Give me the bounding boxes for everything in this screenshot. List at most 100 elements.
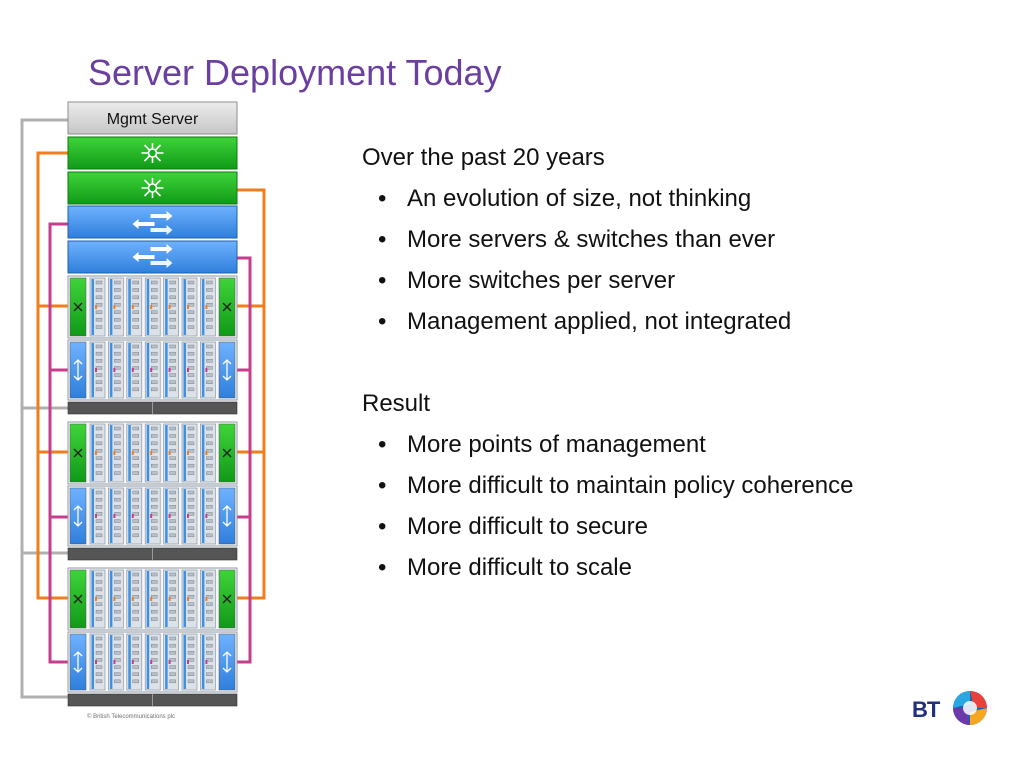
server-blade-icon — [144, 487, 161, 545]
network-router-icon — [132, 244, 173, 268]
network-switch-icon — [218, 569, 236, 629]
bullet-text: An evolution of size, not thinking — [407, 185, 752, 212]
bullet-list: Over the past 20 years •An evolution of … — [362, 142, 1002, 593]
server-blade-icon — [126, 633, 143, 691]
blade-chassis-group — [67, 421, 238, 561]
server-blade-icon — [200, 633, 216, 691]
blade-chassis-group — [67, 275, 238, 415]
server-blade-icon — [200, 277, 216, 337]
server-blade-icon — [200, 569, 216, 629]
bullet-item: • Management applied, not integrated — [362, 306, 1002, 347]
network-router-icon — [132, 211, 173, 235]
server-blade-icon — [181, 341, 198, 399]
bullet-glyph: • — [378, 513, 387, 540]
server-blade-icon — [181, 569, 198, 629]
switch-blade-row — [67, 421, 238, 485]
mgmt-server-label: Mgmt Server — [107, 111, 199, 128]
bullet-item: • More servers & switches than ever — [362, 224, 1002, 265]
core-router-2 — [67, 240, 238, 274]
bt-logo-text: BT — [912, 697, 940, 722]
section-spacer — [362, 347, 1002, 388]
network-switch-icon — [141, 178, 164, 198]
bullet-glyph: • — [378, 308, 387, 335]
network-router-icon — [218, 633, 236, 691]
network-switch-icon — [69, 277, 87, 337]
bullet-glyph: • — [378, 472, 387, 499]
network-switch-icon — [218, 423, 236, 483]
server-blade-icon — [126, 423, 143, 483]
server-blade-icon — [163, 569, 179, 629]
server-blade-icon — [163, 341, 179, 399]
server-blade-icon — [144, 277, 161, 337]
server-blade-icon — [181, 487, 198, 545]
server-blade-icon — [144, 341, 161, 399]
bullet-text: More difficult to maintain policy cohere… — [407, 472, 854, 499]
blade-chassis-stack — [67, 275, 238, 707]
bullet-item: •More points of management — [362, 429, 1002, 470]
server-blade-icon — [163, 423, 179, 483]
network-switch-icon — [69, 569, 87, 629]
bullet-item: • More difficult to maintain policy coher… — [362, 470, 1002, 511]
server-blade-icon — [163, 487, 179, 545]
switch-blade-row — [67, 275, 238, 339]
server-blade-icon — [126, 277, 143, 337]
network-router-icon — [69, 633, 87, 691]
bullet-item: • More switches per server — [362, 265, 1002, 306]
server-blade-icon — [181, 277, 198, 337]
mgmt-server: Mgmt Server — [67, 101, 238, 135]
server-blade-icon — [108, 277, 124, 337]
server-blade-icon — [108, 569, 124, 629]
network-router-icon — [69, 487, 87, 545]
server-blade-icon — [89, 423, 106, 483]
server-blade-icon — [200, 423, 216, 483]
server-blade-icon — [89, 633, 106, 691]
server-blade-icon — [181, 633, 198, 691]
bullet-item: • More difficult to scale — [362, 552, 1002, 593]
server-blade-icon — [126, 487, 143, 545]
router-blade-row — [67, 485, 238, 547]
server-blade-icon — [89, 277, 106, 337]
bullet-glyph: • — [378, 226, 387, 253]
bullet-item: •An evolution of size, not thinking — [362, 183, 1002, 224]
bullet-item: • More difficult to secure — [362, 511, 1002, 552]
network-cables — [20, 118, 266, 699]
bullet-glyph: • — [378, 554, 387, 581]
server-blade-icon — [89, 569, 106, 629]
bullet-text: Management applied, not integrated — [407, 308, 792, 335]
section-heading: Over the past 20 years — [362, 144, 605, 171]
network-switch-icon — [218, 277, 236, 337]
network-router-icon — [69, 341, 87, 399]
server-blade-icon — [89, 341, 106, 399]
chassis-base — [67, 401, 238, 415]
bullet-text: More servers & switches than ever — [407, 226, 776, 253]
server-blade-icon — [163, 277, 179, 337]
server-blade-icon — [144, 569, 161, 629]
network-switch-icon — [141, 143, 164, 163]
server-blade-icon — [144, 423, 161, 483]
bt-piper-icon — [953, 691, 987, 725]
section-past: Over the past 20 years •An evolution of … — [362, 142, 1002, 347]
chassis-base — [67, 547, 238, 561]
chassis-base — [67, 693, 238, 707]
server-blade-icon — [126, 341, 143, 399]
copyright-notice: © British Telecommunications plc — [87, 714, 176, 720]
server-blade-icon — [108, 487, 124, 545]
core-switch-2 — [67, 171, 238, 205]
bullet-text: More difficult to scale — [407, 554, 632, 581]
router-blade-row — [67, 339, 238, 401]
server-blade-icon — [126, 569, 143, 629]
section-result: Result •More points of management •More … — [362, 388, 1002, 593]
bullet-text: More switches per server — [407, 267, 676, 294]
server-blade-icon — [108, 341, 124, 399]
bullet-glyph: • — [378, 267, 387, 294]
bullet-text: More difficult to secure — [407, 513, 648, 540]
switch-blade-row — [67, 567, 238, 631]
core-router-1 — [67, 205, 238, 239]
server-blade-icon — [200, 487, 216, 545]
server-blade-icon — [163, 633, 179, 691]
server-blade-icon — [200, 341, 216, 399]
server-blade-icon — [108, 633, 124, 691]
blade-chassis-group — [67, 567, 238, 707]
network-router-icon — [218, 341, 236, 399]
network-switch-icon — [69, 423, 87, 483]
